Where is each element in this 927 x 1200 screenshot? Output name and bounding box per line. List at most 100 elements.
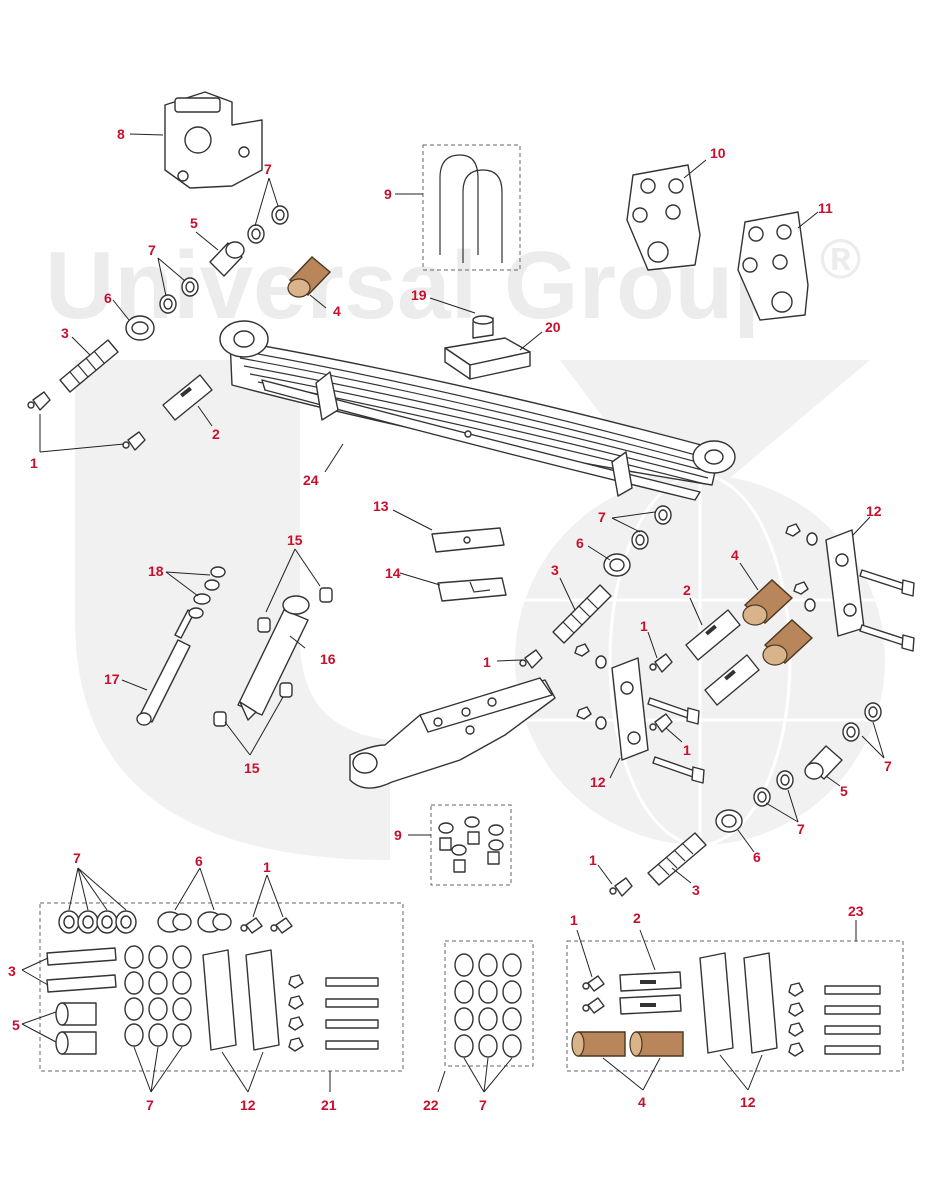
leaf-spring[interactable] bbox=[219, 320, 736, 501]
callout-5: 5 bbox=[840, 783, 848, 799]
washer-right-c[interactable] bbox=[864, 702, 882, 722]
callout-9: 9 bbox=[384, 186, 392, 202]
callout-12: 12 bbox=[240, 1097, 256, 1113]
callout-5: 5 bbox=[12, 1017, 20, 1033]
grease-nipple-upper-b[interactable] bbox=[122, 431, 146, 451]
kit-21-bolts[interactable] bbox=[288, 974, 379, 1052]
kit-21-shackle-plates[interactable] bbox=[202, 949, 280, 1051]
slotted-plate[interactable] bbox=[437, 577, 507, 602]
shackle-plate-right-middle[interactable] bbox=[611, 657, 649, 761]
kit-23-bronze-bushings[interactable] bbox=[571, 1031, 684, 1057]
grease-nipple-right-c[interactable] bbox=[649, 713, 673, 733]
callout-7: 7 bbox=[479, 1097, 487, 1113]
callout-3: 3 bbox=[692, 882, 700, 898]
rear-hanger-bracket-b[interactable] bbox=[737, 211, 809, 321]
shock-absorber-small[interactable] bbox=[136, 609, 195, 726]
spacer-tube-upper[interactable] bbox=[209, 241, 245, 277]
washer-right-f[interactable] bbox=[753, 787, 771, 807]
kit-21-washers-row[interactable] bbox=[58, 910, 137, 934]
callout-2: 2 bbox=[633, 910, 641, 926]
callout-1: 1 bbox=[483, 654, 491, 670]
u-bolt-pair[interactable] bbox=[439, 154, 503, 263]
nut-kit[interactable] bbox=[438, 816, 504, 873]
callout-4: 4 bbox=[638, 1094, 646, 1110]
kit-21-grease-nipples[interactable] bbox=[240, 917, 293, 934]
callout-1: 1 bbox=[589, 852, 597, 868]
front-hanger-bracket[interactable] bbox=[164, 91, 263, 189]
spring-seat[interactable] bbox=[444, 315, 531, 380]
bronze-bushing-right-b[interactable] bbox=[762, 619, 814, 666]
callout-3: 3 bbox=[551, 562, 559, 578]
washer-right-e[interactable] bbox=[776, 770, 794, 790]
washer-right-a[interactable] bbox=[654, 505, 672, 525]
washer-upper-d[interactable] bbox=[159, 294, 177, 314]
callout-21: 21 bbox=[321, 1097, 337, 1113]
leader-lines bbox=[21, 133, 885, 1093]
shackle-pin-right-a[interactable] bbox=[685, 609, 741, 661]
washer-upper-c[interactable] bbox=[181, 277, 199, 297]
split-bushing-right[interactable] bbox=[603, 553, 631, 577]
rubber-bushing-15-b[interactable] bbox=[257, 617, 271, 633]
spacer-tube-right[interactable] bbox=[804, 745, 843, 780]
callout-7: 7 bbox=[797, 821, 805, 837]
kit-23-bolts[interactable] bbox=[788, 982, 881, 1057]
grease-nipple-right-d[interactable] bbox=[609, 877, 633, 897]
shackle-pin-upper[interactable] bbox=[162, 374, 213, 421]
kit-23-grease-nipples[interactable] bbox=[582, 975, 605, 1014]
kit-21-spring-pins[interactable] bbox=[46, 947, 117, 993]
washer-upper-a[interactable] bbox=[271, 205, 289, 225]
callout-14: 14 bbox=[385, 565, 401, 581]
callout-6: 6 bbox=[104, 290, 112, 306]
rubber-bushing-15-d[interactable] bbox=[213, 711, 227, 727]
kit-21-spacer-tubes[interactable] bbox=[55, 1002, 97, 1055]
kit-22-washer-grid[interactable] bbox=[454, 953, 522, 1058]
callout-numbers: 8 7 5 7 6 4 3 2 1 9 10 11 19 20 24 13 14… bbox=[8, 126, 892, 1113]
washer-upper-b[interactable] bbox=[247, 224, 265, 244]
spacer-plate[interactable] bbox=[431, 527, 505, 553]
callout-7: 7 bbox=[148, 242, 156, 258]
shackle-pin-right-b[interactable] bbox=[704, 654, 760, 706]
rubber-bushing-15-a[interactable] bbox=[319, 587, 333, 603]
callout-18: 18 bbox=[148, 563, 164, 579]
rubber-bushing-15-c[interactable] bbox=[279, 682, 293, 698]
bolt-right-upper-b[interactable] bbox=[859, 624, 915, 652]
callout-8: 8 bbox=[117, 126, 125, 142]
callout-2: 2 bbox=[683, 582, 691, 598]
nut-washer-right-upper[interactable] bbox=[785, 523, 818, 612]
callout-4: 4 bbox=[333, 303, 341, 319]
grease-nipple-upper-a[interactable] bbox=[27, 391, 51, 411]
callout-15: 15 bbox=[244, 760, 260, 776]
threaded-spring-pin-upper[interactable] bbox=[59, 339, 119, 393]
washer-right-b[interactable] bbox=[631, 530, 649, 550]
callout-7: 7 bbox=[264, 161, 272, 177]
nut-washer-right-middle[interactable] bbox=[574, 643, 607, 730]
callout-5: 5 bbox=[190, 215, 198, 231]
grease-nipple-right-a[interactable] bbox=[519, 649, 543, 669]
bolt-right-middle-a[interactable] bbox=[647, 697, 700, 725]
grease-nipple-right-b[interactable] bbox=[649, 653, 673, 673]
callout-6: 6 bbox=[753, 849, 761, 865]
kit-21-washer-grid[interactable] bbox=[124, 945, 192, 1047]
split-bushing-right-lower[interactable] bbox=[715, 809, 743, 833]
shackle-plate-right-upper[interactable] bbox=[825, 529, 865, 637]
callout-12: 12 bbox=[740, 1094, 756, 1110]
callout-1: 1 bbox=[30, 455, 38, 471]
kit-23-shackle-pins[interactable] bbox=[619, 971, 682, 1015]
bolt-right-upper-a[interactable] bbox=[859, 569, 915, 597]
threaded-spring-pin-right[interactable] bbox=[552, 584, 612, 644]
bronze-bushing-right-a[interactable] bbox=[742, 579, 794, 626]
kit-23-box bbox=[566, 940, 904, 1072]
threaded-spring-pin-right-lower[interactable] bbox=[647, 832, 707, 886]
kit-23-shackle-plates[interactable] bbox=[699, 952, 778, 1054]
rear-hanger-bracket-a[interactable] bbox=[626, 164, 701, 271]
bolt-right-middle-b[interactable] bbox=[652, 756, 705, 784]
washer-right-d[interactable] bbox=[842, 722, 860, 742]
callout-6: 6 bbox=[576, 535, 584, 551]
split-bushing-upper[interactable] bbox=[125, 315, 155, 341]
kit-21-split-bushings[interactable] bbox=[157, 911, 232, 933]
equalizer-beam[interactable] bbox=[349, 677, 556, 789]
shock-bushing-set[interactable] bbox=[188, 566, 226, 619]
bronze-bushing-upper[interactable] bbox=[287, 256, 332, 298]
callout-13: 13 bbox=[373, 498, 389, 514]
callout-1: 1 bbox=[263, 859, 271, 875]
